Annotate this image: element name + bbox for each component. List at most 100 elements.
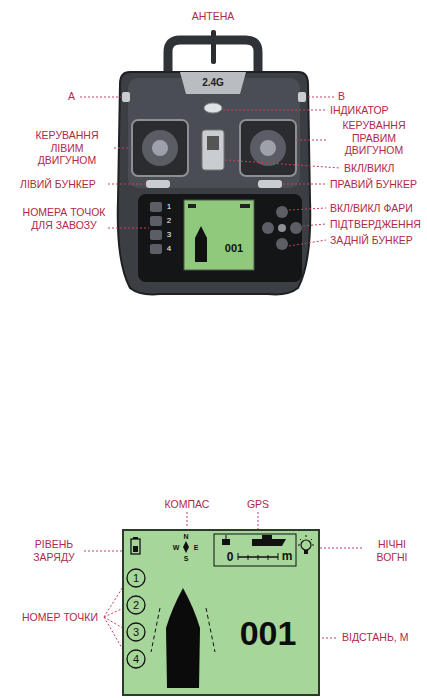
remote-control-part bbox=[150, 230, 162, 240]
lcd-screen-part bbox=[278, 553, 279, 560]
screen-label: НОМЕР ТОЧКИ bbox=[22, 611, 98, 624]
point-number: 4 bbox=[133, 654, 139, 665]
lcd-screen-part bbox=[258, 555, 259, 560]
remote-control-part bbox=[138, 194, 302, 282]
lcd-screen-part bbox=[127, 650, 145, 668]
remote-control-part bbox=[276, 206, 288, 218]
part-label: ІНДИКАТОР bbox=[330, 104, 389, 117]
lcd-screen-part bbox=[312, 545, 314, 546]
scale-zero: 0 bbox=[227, 551, 234, 563]
point-number: 1 bbox=[133, 573, 139, 584]
remote-control-part bbox=[142, 130, 178, 166]
lcd-screen-part bbox=[311, 539, 312, 540]
distance-readout: 001 bbox=[240, 616, 297, 650]
remote-control-part bbox=[150, 216, 162, 226]
screen-label: GPS bbox=[247, 498, 269, 511]
remote-control-part bbox=[290, 222, 302, 234]
remote-control-part bbox=[240, 204, 250, 208]
leader-lines-part bbox=[296, 140, 326, 141]
screen-label: НІЧНІ ВОГНІ bbox=[364, 538, 420, 563]
lcd-screen-part bbox=[166, 588, 200, 688]
button-number: 2 bbox=[167, 217, 171, 225]
remote-control-part bbox=[118, 72, 311, 294]
model-badge: 2.4G bbox=[202, 77, 224, 89]
part-label: ПІДТВЕРДЖЕННЯ bbox=[330, 218, 421, 231]
remote-control-part bbox=[211, 30, 216, 64]
part-label: КЕРУВАННЯ ЛІВИМ ДВИГУНОМ bbox=[22, 129, 112, 167]
compass-letter: E bbox=[194, 544, 199, 551]
part-label: B bbox=[338, 90, 345, 103]
lcd-screen-part bbox=[252, 539, 286, 546]
screen-label: КОМПАС bbox=[165, 498, 210, 511]
lcd-screen bbox=[123, 530, 319, 695]
lcd-screen-part bbox=[151, 608, 160, 652]
remote-control-part bbox=[150, 202, 162, 212]
leader-lines-part bbox=[316, 548, 362, 549]
part-label: НОМЕРА ТОЧОК ДЛЯ ЗАВОЗУ bbox=[22, 206, 106, 231]
lcd-screen-part bbox=[214, 534, 296, 566]
leader-lines-part bbox=[114, 148, 133, 149]
lcd-screen-part bbox=[222, 539, 230, 545]
screen-label: ВІДСТАНЬ, М bbox=[342, 631, 408, 644]
scale-unit: m bbox=[282, 550, 293, 562]
lcd-screen-part bbox=[127, 596, 145, 614]
remote-control-part bbox=[262, 222, 274, 234]
remote-control-part bbox=[276, 238, 288, 250]
leader-lines-part bbox=[108, 184, 145, 185]
compass-letter: N bbox=[183, 533, 188, 540]
leader-lines-part bbox=[289, 240, 326, 246]
remote-control-part bbox=[207, 136, 219, 150]
part-label: ПРАВИЙ БУНКЕР bbox=[330, 178, 417, 191]
button-number: 1 bbox=[167, 203, 171, 211]
leader-lines-part bbox=[308, 97, 335, 98]
leader-lines-part bbox=[108, 228, 149, 229]
lcd-screen-part bbox=[131, 539, 140, 554]
compass-letter: W bbox=[173, 544, 180, 551]
lcd-screen-part bbox=[304, 550, 308, 554]
part-label: ЛІВИЙ БУНКЕР bbox=[20, 178, 96, 191]
remote-control-part bbox=[146, 180, 170, 188]
leader-lines-part bbox=[225, 160, 340, 168]
leader-lines-part bbox=[303, 224, 326, 226]
remote-control-part bbox=[128, 78, 300, 188]
lcd-screen-part bbox=[133, 546, 138, 552]
point-number: 3 bbox=[133, 627, 139, 638]
button-number: 4 bbox=[167, 245, 171, 253]
lcd-screen-part bbox=[127, 569, 145, 587]
part-label: АНТЕНА bbox=[192, 10, 235, 23]
remote-control bbox=[118, 30, 311, 294]
lcd-screen-part bbox=[133, 537, 138, 539]
remote-control-part bbox=[180, 72, 246, 94]
remote-control-part bbox=[250, 130, 286, 166]
lcd-screen-part bbox=[306, 535, 307, 537]
lcd-screen-part bbox=[206, 608, 215, 652]
part-label: КЕРУВАННЯ ПРАВИМ ДВИГУНОМ bbox=[330, 119, 418, 157]
lcd-screen-part bbox=[268, 555, 269, 560]
leader-lines-part bbox=[289, 208, 326, 210]
leader-lines-part bbox=[187, 512, 188, 528]
leader-lines-part bbox=[283, 184, 326, 185]
lcd-screen-part bbox=[123, 530, 319, 695]
remote-control-part bbox=[122, 92, 130, 102]
lcd-screen-part bbox=[183, 541, 189, 553]
part-label: ЗАДНІЙ БУНКЕР bbox=[330, 234, 413, 247]
lcd-screen-part bbox=[300, 539, 301, 540]
screen-label: РІВЕНЬ ЗАРЯДУ bbox=[26, 538, 82, 563]
part-label: ВКЛ/ВИКЛ bbox=[344, 162, 395, 175]
remote-control-part bbox=[258, 180, 282, 188]
remote-control-part bbox=[278, 224, 286, 232]
part-label: A bbox=[68, 90, 75, 103]
lcd-screen-part bbox=[226, 535, 227, 539]
remote-control-part bbox=[260, 140, 276, 156]
leader-lines-part bbox=[80, 97, 121, 98]
leader-lines-part bbox=[84, 551, 127, 552]
remote-control-part bbox=[202, 130, 224, 170]
lcd-screen-part bbox=[301, 540, 311, 550]
remote-control-part bbox=[240, 120, 296, 176]
point-number: 2 bbox=[133, 600, 139, 611]
button-number: 3 bbox=[167, 231, 171, 239]
remote-control-part bbox=[132, 120, 188, 176]
remote-control-part bbox=[188, 204, 196, 208]
lcd-screen-part bbox=[238, 553, 239, 560]
